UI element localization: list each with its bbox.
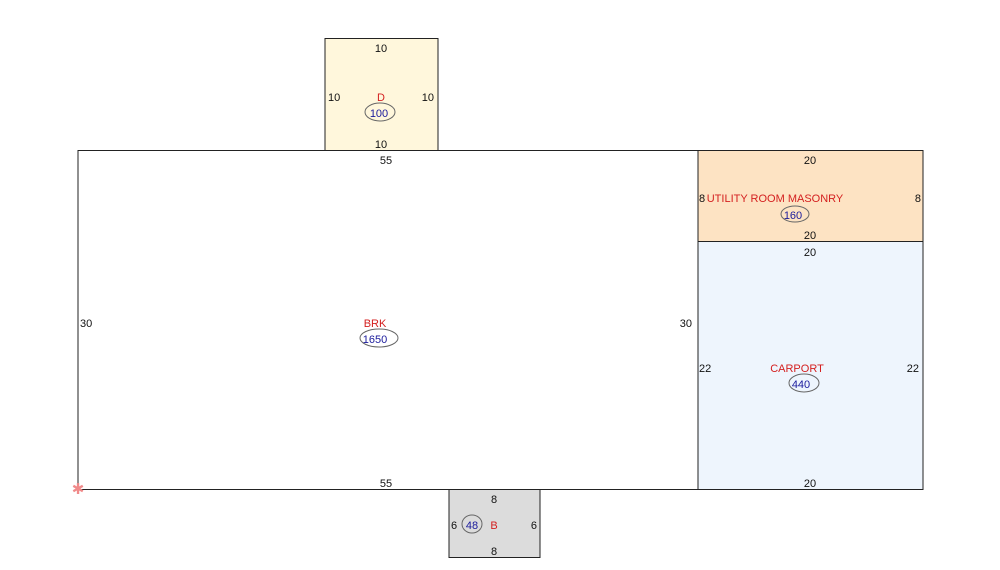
area-b-shape[interactable] bbox=[448, 489, 541, 558]
area-d-shape[interactable] bbox=[324, 38, 439, 151]
area-brk-label: BRK bbox=[364, 318, 387, 330]
area-b-area-ellipse bbox=[461, 514, 483, 534]
area-carport-label: CARPORT bbox=[770, 363, 824, 375]
area-d-area-value: 100 bbox=[370, 108, 388, 120]
area-brk-dim-left: 30 bbox=[80, 318, 92, 330]
area-brk[interactable]: 55 55 30 30 BRK 1650 bbox=[77, 150, 699, 491]
area-carport-dim-top: 20 bbox=[804, 247, 816, 259]
area-utility-room-label: UTILITY ROOM MASONRY bbox=[707, 193, 844, 205]
area-carport-dim-right: 22 bbox=[907, 363, 919, 375]
origin-marker-icon: ✱ bbox=[72, 480, 85, 498]
area-d-dim-right: 10 bbox=[422, 92, 434, 104]
area-b-dim-top: 8 bbox=[491, 494, 497, 506]
area-brk-area-value: 1650 bbox=[363, 334, 387, 346]
area-b-label: B bbox=[490, 520, 497, 532]
area-utility-room-dim-bottom: 20 bbox=[804, 230, 816, 242]
area-d-label: D bbox=[377, 92, 385, 104]
area-carport-area-value: 440 bbox=[792, 379, 810, 391]
area-b-dim-bottom: 8 bbox=[491, 546, 497, 558]
area-brk-dim-bottom: 55 bbox=[380, 478, 392, 490]
area-brk-dim-right: 30 bbox=[680, 318, 692, 330]
area-brk-dim-top: 55 bbox=[380, 155, 392, 167]
area-d[interactable]: 10 10 10 10 D 100 bbox=[324, 38, 439, 152]
area-b[interactable]: 8 8 6 6 B 48 bbox=[448, 489, 541, 559]
area-utility-room-area-ellipse bbox=[780, 205, 810, 223]
area-carport-area-ellipse bbox=[788, 373, 820, 393]
area-brk-shape[interactable] bbox=[77, 150, 699, 490]
area-d-dim-top: 10 bbox=[375, 43, 387, 55]
area-d-dim-left: 10 bbox=[328, 92, 340, 104]
area-carport-dim-bottom: 20 bbox=[804, 478, 816, 490]
area-utility-room-area-value: 160 bbox=[784, 210, 802, 222]
area-carport-shape[interactable] bbox=[697, 241, 924, 490]
area-d-area-ellipse bbox=[364, 102, 396, 122]
area-utility-room-dim-left: 8 bbox=[699, 193, 705, 205]
area-b-dim-right: 6 bbox=[531, 520, 537, 532]
area-utility-room-dim-right: 8 bbox=[915, 193, 921, 205]
area-carport[interactable]: 20 20 22 22 CARPORT 440 bbox=[697, 241, 924, 491]
area-d-dim-bottom: 10 bbox=[375, 139, 387, 151]
area-carport-dim-left: 22 bbox=[699, 363, 711, 375]
area-b-area-value: 48 bbox=[466, 520, 478, 532]
area-brk-area-ellipse bbox=[359, 328, 399, 348]
area-b-dim-left: 6 bbox=[451, 520, 457, 532]
area-utility-room[interactable]: 20 20 8 8 UTILITY ROOM MASONRY 160 bbox=[697, 150, 924, 243]
area-utility-room-dim-top: 20 bbox=[804, 155, 816, 167]
